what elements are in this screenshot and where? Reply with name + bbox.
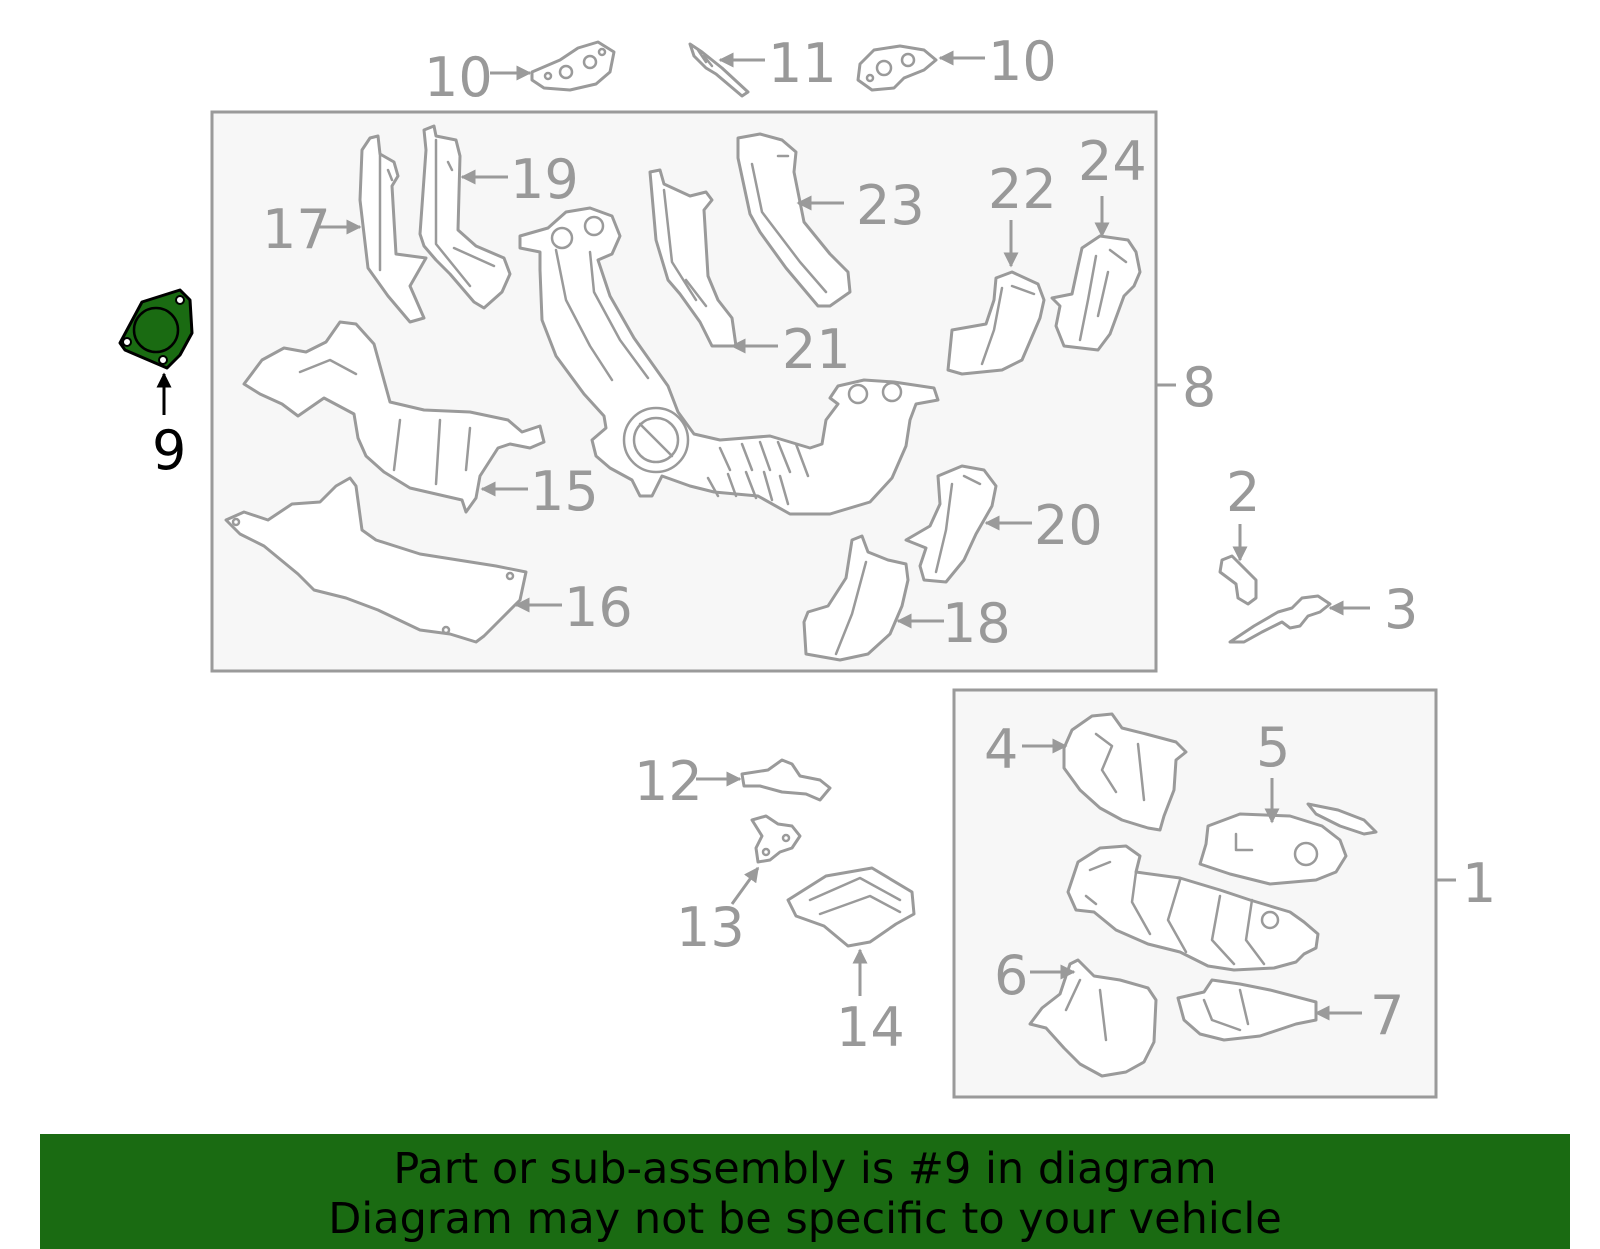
- part-12-bracket[interactable]: [740, 758, 832, 802]
- callout-24: 24: [1078, 130, 1147, 193]
- callout-13: 13: [676, 896, 745, 959]
- callout-7: 7: [1370, 984, 1404, 1047]
- callout-21: 21: [782, 318, 851, 381]
- part-14-skid-plate[interactable]: [786, 866, 916, 948]
- part-19-heat-shield[interactable]: [418, 124, 512, 310]
- part-21-heat-shield[interactable]: [648, 168, 738, 348]
- callout-16: 16: [564, 576, 633, 639]
- callout-14: 14: [836, 996, 905, 1059]
- part-6-heat-shield[interactable]: [1028, 958, 1158, 1078]
- part-10-left-gasket[interactable]: [530, 40, 616, 92]
- part-11-stud[interactable]: [688, 42, 750, 98]
- callout-10-left: 10: [424, 46, 493, 109]
- callout-23: 23: [856, 174, 925, 237]
- callout-18: 18: [942, 592, 1011, 655]
- callout-5: 5: [1256, 716, 1290, 779]
- part-22-heat-shield[interactable]: [946, 270, 1046, 376]
- callout-8: 8: [1182, 356, 1216, 419]
- part-15-heat-shield[interactable]: [242, 320, 546, 514]
- part-9-gasket[interactable]: [118, 288, 194, 370]
- banner-line-1: Part or sub-assembly is #9 in diagram: [393, 1144, 1217, 1194]
- callout-2: 2: [1226, 461, 1260, 524]
- part-16-heat-shield[interactable]: [224, 476, 528, 644]
- part-10-right-gasket[interactable]: [856, 44, 938, 92]
- callout-20: 20: [1034, 494, 1103, 557]
- part-4-heat-shield[interactable]: [1062, 712, 1188, 832]
- exhaust-pipe-assembly[interactable]: [518, 206, 940, 516]
- callout-4: 4: [984, 718, 1018, 781]
- callout-11: 11: [768, 32, 837, 95]
- part-3-bracket[interactable]: [1228, 594, 1332, 644]
- leader-13: [730, 866, 760, 905]
- catalytic-converter-assembly[interactable]: [1066, 844, 1320, 972]
- part-2-bracket[interactable]: [1218, 554, 1258, 606]
- part-23-heat-shield[interactable]: [736, 132, 852, 308]
- callout-6: 6: [994, 944, 1028, 1007]
- callout-9: 9: [152, 419, 186, 482]
- part-17-heat-shield[interactable]: [358, 134, 428, 324]
- callout-3: 3: [1384, 578, 1418, 641]
- callout-15: 15: [530, 460, 599, 523]
- part-18-heat-shield[interactable]: [802, 534, 910, 662]
- callout-17: 17: [262, 198, 331, 261]
- callout-12: 12: [634, 750, 703, 813]
- part-5-heat-shield[interactable]: [1198, 802, 1378, 886]
- part-info-banner: Part or sub-assembly is #9 in diagram Di…: [40, 1134, 1570, 1249]
- part-20-heat-shield[interactable]: [904, 464, 998, 584]
- part-24-heat-shield[interactable]: [1050, 234, 1142, 352]
- banner-line-2: Diagram may not be specific to your vehi…: [328, 1194, 1282, 1244]
- callout-10-right: 10: [988, 30, 1057, 93]
- callout-19: 19: [510, 148, 579, 211]
- callout-1: 1: [1462, 852, 1496, 915]
- callout-22: 22: [988, 158, 1057, 221]
- part-13-bracket[interactable]: [750, 814, 802, 864]
